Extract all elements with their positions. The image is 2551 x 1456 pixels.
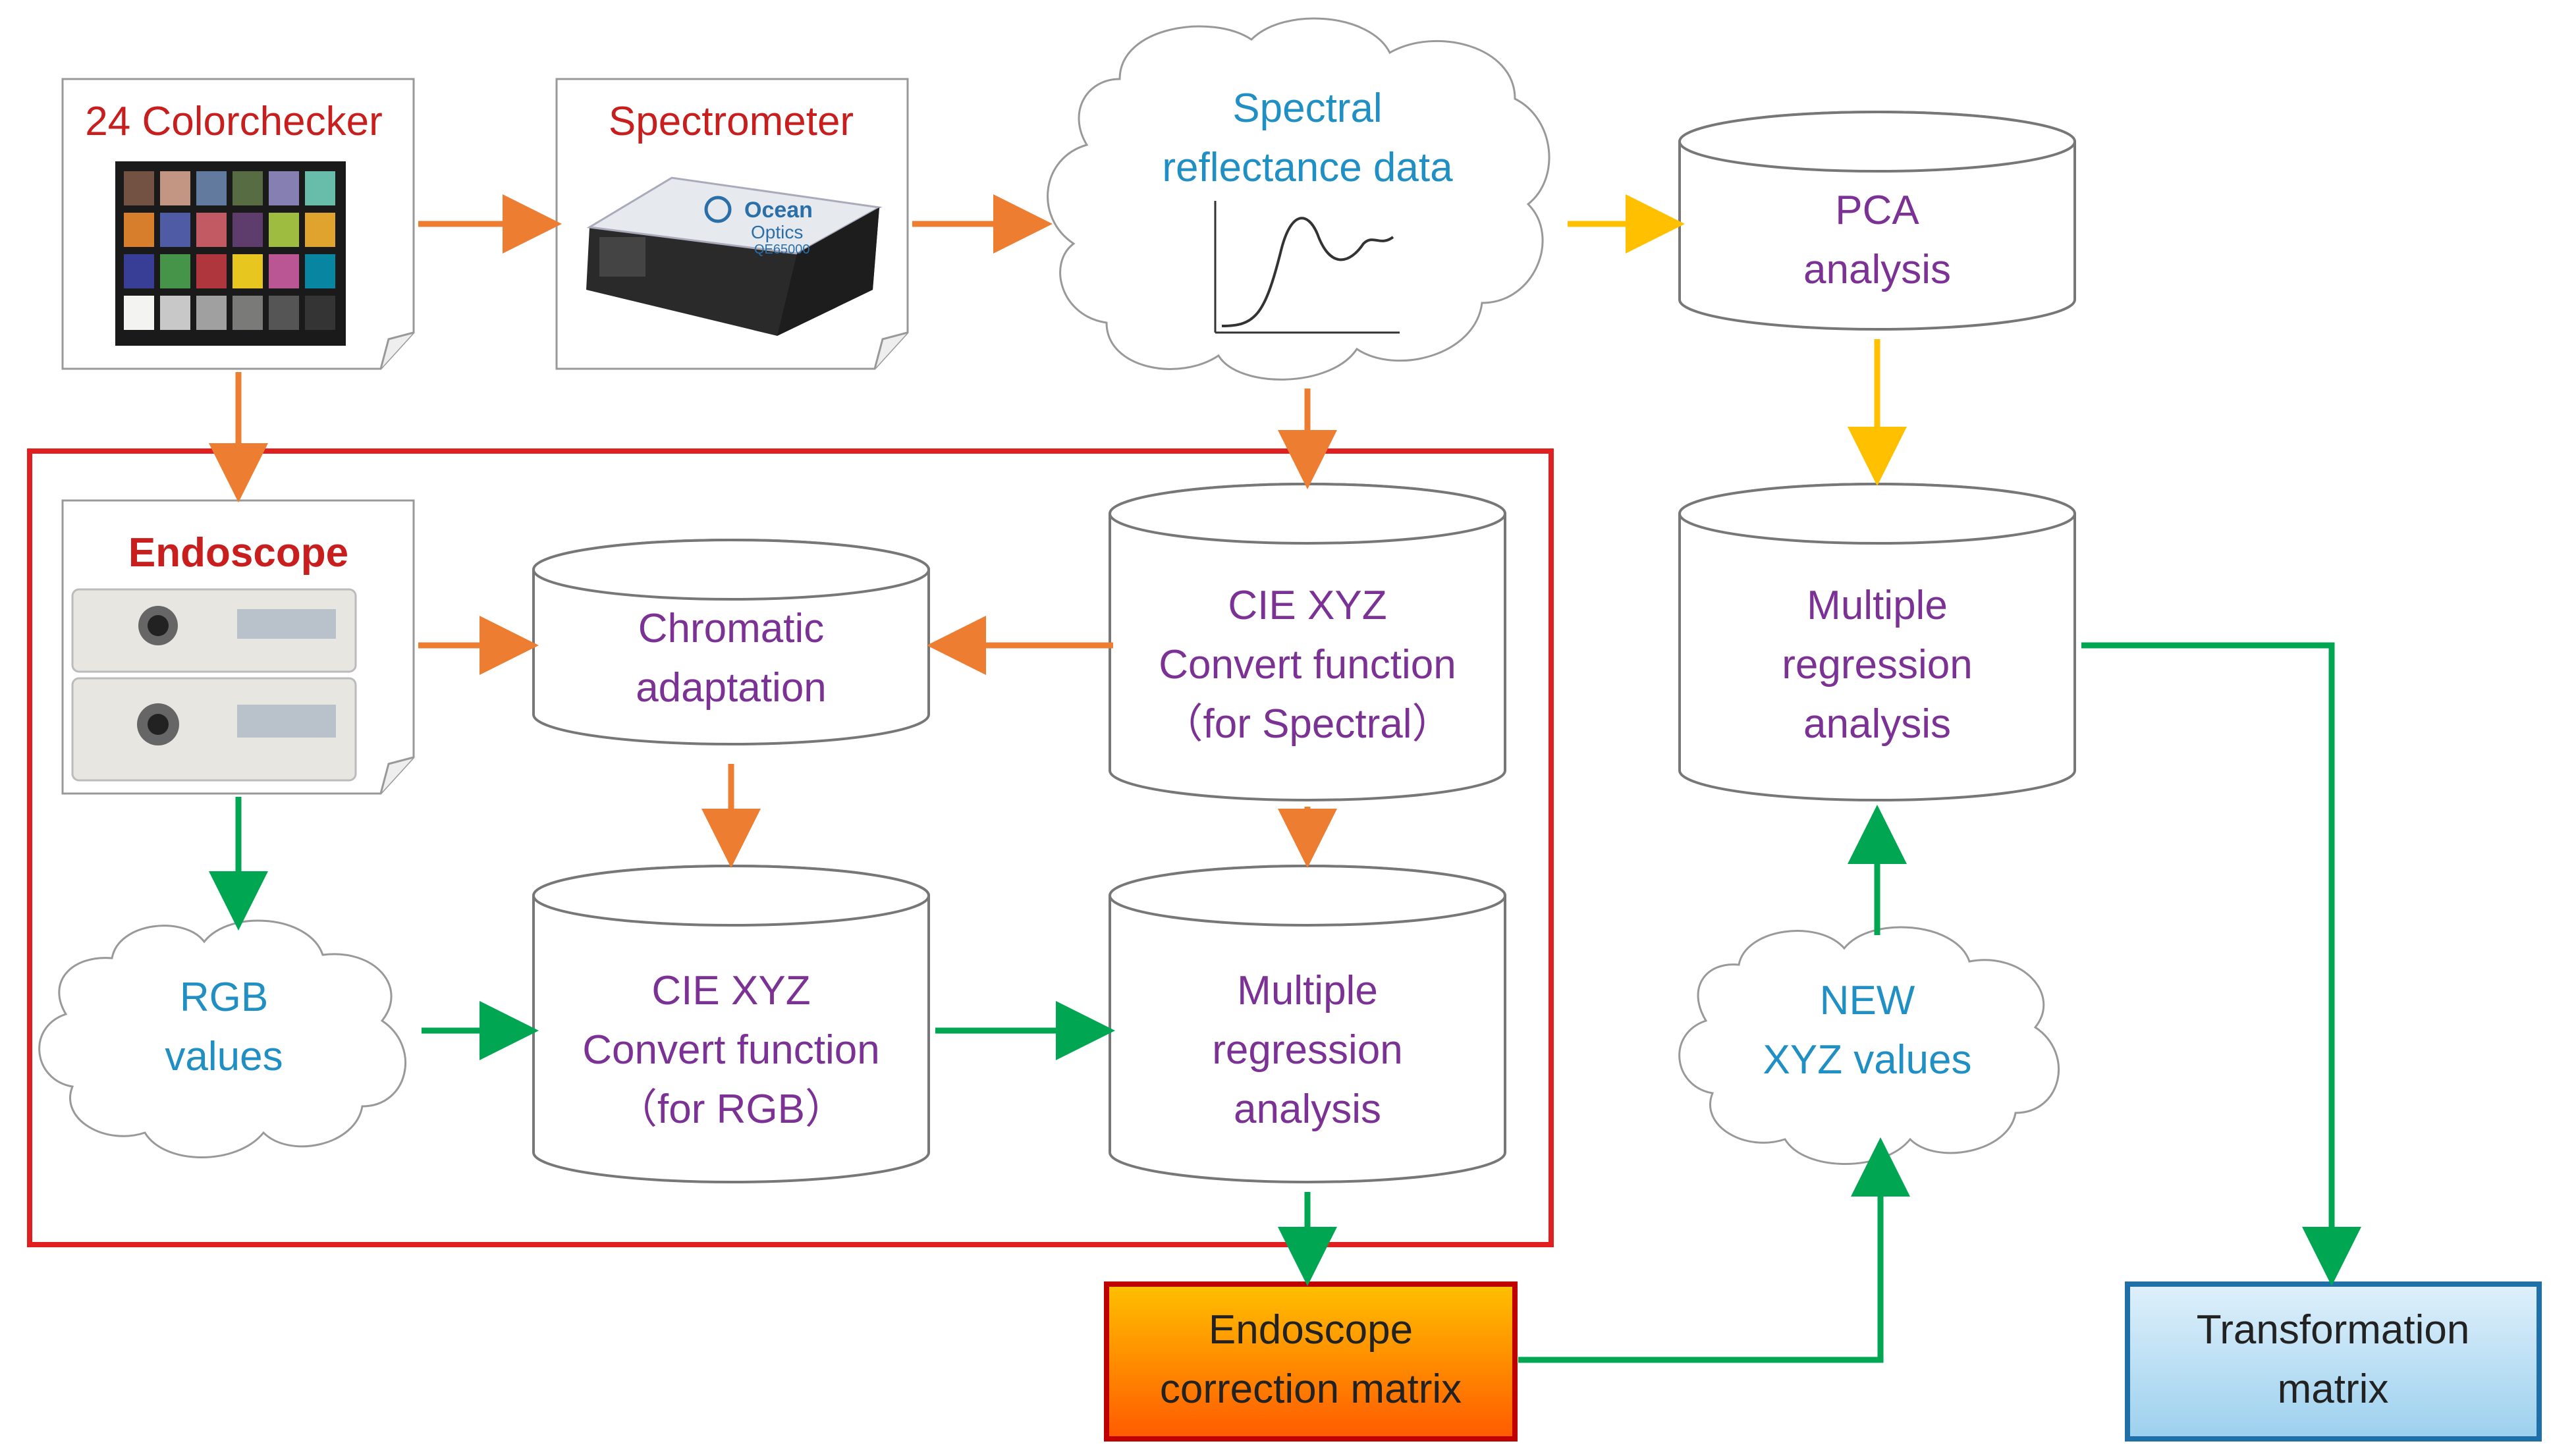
rgb-cloud-line2: values <box>165 1034 283 1079</box>
colorchecker-swatch <box>196 296 227 330</box>
spectrometer-brand-2: Optics <box>751 222 803 242</box>
spectrometer-brand-1: Ocean <box>744 198 813 223</box>
colorchecker-card: 24 Colorchecker <box>61 78 415 370</box>
arrow-mra-right-to-transform <box>2081 642 2361 1286</box>
colorchecker-swatch <box>269 171 299 205</box>
cie-spectral-line1: CIE XYZ <box>1228 583 1386 628</box>
colorchecker-label: 24 Colorchecker <box>85 99 382 144</box>
spectrometer-label: Spectrometer <box>609 99 854 144</box>
chromatic-line2: adaptation <box>636 665 827 711</box>
spectral-curve-thumbnail <box>1214 201 1400 334</box>
colorchecker-swatch <box>160 296 190 330</box>
colorchecker-swatch <box>269 213 299 247</box>
endo-matrix-line1: Endoscope <box>1209 1307 1413 1353</box>
spectral-reflectance-cloud: Spectral reflectance data <box>1047 17 1550 381</box>
mra-center-line1: Multiple <box>1237 968 1378 1013</box>
new-xyz-line2: XYZ values <box>1763 1037 1971 1083</box>
cie-rgb-line1: CIE XYZ <box>651 968 810 1013</box>
colorchecker-chart-image <box>115 161 346 346</box>
colorchecker-swatch <box>160 171 190 205</box>
spectral-cloud-line1: Spectral <box>1232 86 1382 131</box>
rgb-cloud-line1: RGB <box>180 975 268 1020</box>
chromatic-line1: Chromatic <box>638 606 825 651</box>
cie-rgb-line2: Convert function <box>582 1027 879 1073</box>
endoscope-label: Endoscope <box>128 530 348 576</box>
colorchecker-swatch <box>305 213 335 247</box>
spectrometer-device-image: Ocean Optics QE65000 <box>586 176 883 336</box>
new-xyz-cloud: NEW XYZ values <box>1678 926 2060 1165</box>
rgb-values-cloud: RGB values <box>38 919 406 1158</box>
colorchecker-swatch <box>233 213 263 247</box>
colorchecker-swatch <box>196 254 227 288</box>
colorchecker-swatch <box>305 296 335 330</box>
arrow-endo-matrix-to-new-xyz <box>1518 1137 1910 1363</box>
cie-rgb-cylinder-top <box>532 865 930 927</box>
chromatic-adaptation-cylinder-top <box>532 539 930 601</box>
transform-matrix-line1: Transformation <box>2197 1307 2470 1353</box>
ocean-logo-icon <box>704 196 732 223</box>
colorchecker-swatch <box>233 296 263 330</box>
colorchecker-swatch <box>269 254 299 288</box>
mra-right-cylinder-top <box>1678 483 2076 545</box>
mra-right-line1: Multiple <box>1807 583 1948 628</box>
cie-spectral-cylinder-top <box>1109 483 1506 545</box>
colorchecker-swatch <box>124 296 154 330</box>
colorchecker-swatch <box>269 296 299 330</box>
colorchecker-swatch <box>124 213 154 247</box>
endo-matrix-line2: correction matrix <box>1160 1366 1462 1412</box>
colorchecker-swatch <box>233 171 263 205</box>
colorchecker-swatch <box>160 213 190 247</box>
cie-spectral-line2: Convert function <box>1159 642 1456 688</box>
spectral-cloud-line2: reflectance data <box>1162 145 1453 190</box>
endoscope-device-image <box>71 588 357 782</box>
mra-center-cylinder-top <box>1109 865 1506 927</box>
transform-matrix-line2: matrix <box>2278 1366 2389 1412</box>
colorchecker-swatch <box>196 171 227 205</box>
colorchecker-swatch <box>124 171 154 205</box>
new-xyz-line1: NEW <box>1820 978 1915 1023</box>
spectrometer-card: Spectrometer Ocean Optics QE65000 <box>555 78 909 370</box>
colorchecker-swatch <box>124 254 154 288</box>
colorchecker-swatch <box>233 254 263 288</box>
cie-spectral-line3: （for Spectral） <box>1162 701 1452 747</box>
pca-line1: PCA <box>1835 188 1919 233</box>
mra-right-line2: regression <box>1782 642 1972 688</box>
endoscope-card: Endoscope <box>61 499 415 795</box>
pca-line2: analysis <box>1803 247 1951 292</box>
cie-rgb-line3: （for RGB） <box>617 1087 846 1132</box>
endoscope-process-frame <box>27 448 1554 1247</box>
mra-center-line2: regression <box>1212 1027 1402 1073</box>
transformation-matrix-box: Transformation matrix <box>2125 1281 2542 1442</box>
colorchecker-swatch <box>305 254 335 288</box>
colorchecker-swatch <box>196 213 227 247</box>
colorchecker-swatch <box>160 254 190 288</box>
colorchecker-swatch <box>305 171 335 205</box>
pca-cylinder-top <box>1678 111 2076 173</box>
mra-right-line3: analysis <box>1803 701 1951 747</box>
endoscope-correction-matrix-box: Endoscope correction matrix <box>1104 1281 1518 1442</box>
spectrometer-model: QE65000 <box>754 242 810 257</box>
mra-center-line3: analysis <box>1234 1087 1381 1132</box>
